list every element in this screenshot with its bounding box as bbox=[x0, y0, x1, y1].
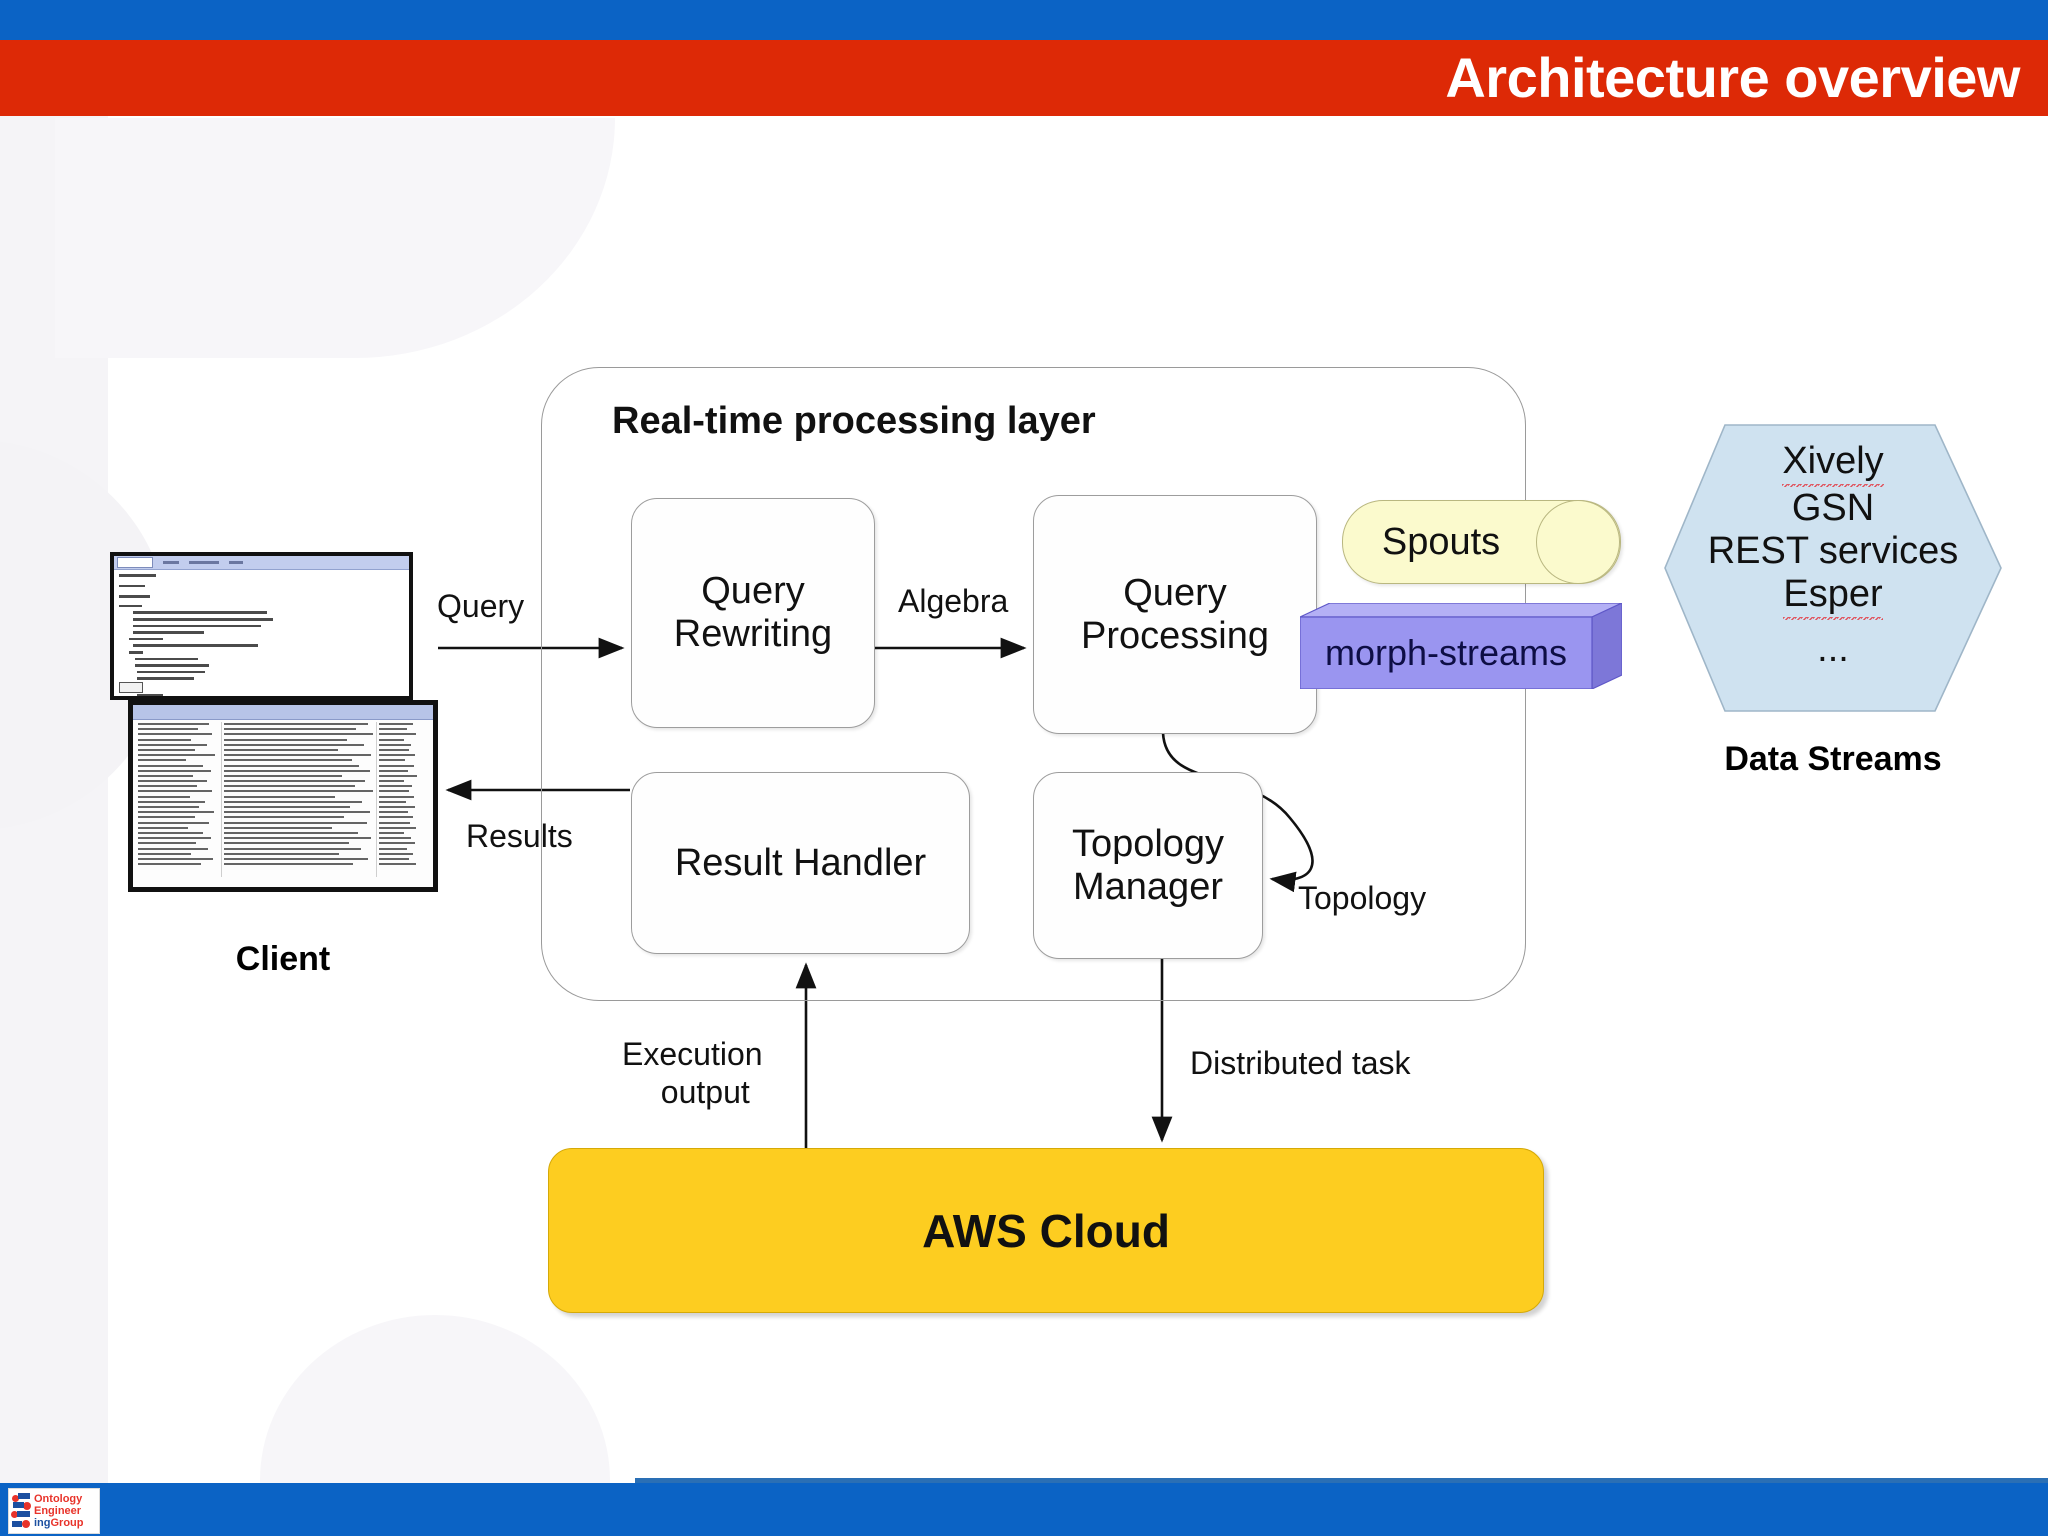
edge-label-algebra: Algebra bbox=[898, 583, 1009, 619]
edge-label-distributed-task: Distributed task bbox=[1190, 1045, 1411, 1081]
data-stream-item-rest: REST services bbox=[1707, 529, 1959, 572]
node-result-handler[interactable]: Result Handler bbox=[631, 772, 970, 954]
client-back-body bbox=[133, 720, 433, 887]
client-front-body bbox=[114, 570, 409, 696]
oeg-logo-text: Ontology Engineer ingGroup bbox=[34, 1493, 84, 1529]
spouts-cylinder[interactable]: Spouts bbox=[1342, 499, 1621, 584]
morph-streams-3d-shape bbox=[1300, 603, 1622, 689]
cylinder-cap-shape bbox=[1536, 499, 1620, 584]
edge-label-topology: Topology bbox=[1298, 880, 1427, 916]
data-stream-item-ellipsis: ... bbox=[1817, 627, 1849, 670]
page-title: Architecture overview bbox=[1445, 46, 2020, 109]
edge-label-line1: Execution bbox=[622, 1036, 763, 1072]
client-window-background[interactable] bbox=[128, 700, 438, 892]
node-label-line1: Query bbox=[701, 570, 805, 613]
node-label-line2: Processing bbox=[1081, 614, 1269, 657]
client-front-titlebar bbox=[114, 556, 409, 570]
oeg-logo-line3a: ing bbox=[34, 1517, 51, 1529]
node-label-line2: Manager bbox=[1073, 865, 1223, 908]
oeg-logo-line3b: Group bbox=[50, 1517, 84, 1529]
aws-cloud-box[interactable]: AWS Cloud bbox=[548, 1148, 1544, 1313]
menu-item[interactable] bbox=[189, 561, 219, 564]
footer-blue-band bbox=[0, 1483, 2048, 1536]
header-red-band bbox=[0, 40, 2048, 116]
background-blob-top bbox=[55, 118, 615, 358]
node-label-line1: Topology bbox=[1071, 822, 1225, 865]
client-window-foreground[interactable] bbox=[110, 552, 413, 700]
menu-item[interactable] bbox=[229, 561, 243, 564]
client-back-titlebar bbox=[133, 705, 433, 720]
header-blue-band bbox=[0, 0, 2048, 40]
aws-cloud-label: AWS Cloud bbox=[922, 1204, 1170, 1257]
node-label-line2: Rewriting bbox=[673, 613, 833, 655]
oeg-logo-line2: Engineer bbox=[34, 1505, 82, 1517]
morph-streams-label: morph-streams bbox=[1324, 632, 1568, 673]
data-streams-items: Xively GSN REST services Esper ... bbox=[1663, 430, 2003, 705]
data-stream-item-xively: Xively bbox=[1782, 440, 1884, 487]
client-results-table bbox=[136, 722, 422, 877]
node-query-rewriting[interactable]: Query Rewriting bbox=[631, 498, 875, 728]
node-label-line1: Query bbox=[1123, 571, 1227, 614]
data-stream-item-esper: Esper bbox=[1783, 572, 1883, 620]
client-label: Client bbox=[235, 940, 331, 978]
oeg-logo-graph-icon bbox=[11, 1491, 33, 1531]
data-stream-item-gsn: GSN bbox=[1791, 486, 1875, 529]
node-label-line1: Result Handler bbox=[674, 841, 927, 884]
data-streams-label: Data Streams bbox=[1724, 740, 1942, 778]
oeg-logo: Ontology Engineer ingGroup bbox=[8, 1488, 100, 1534]
morph-streams-box[interactable]: morph-streams bbox=[1300, 603, 1622, 689]
table-column bbox=[136, 722, 222, 877]
table-column bbox=[377, 722, 422, 877]
background-blob-bottom bbox=[260, 1315, 610, 1485]
spouts-label: Spouts bbox=[1381, 520, 1501, 563]
client-ok-button[interactable] bbox=[119, 682, 143, 693]
real-time-processing-layer-title: Real-time processing layer bbox=[612, 400, 1096, 442]
edge-label-execution-output: Execution output bbox=[622, 1036, 763, 1112]
menu-item[interactable] bbox=[163, 561, 179, 564]
edge-label-results: Results bbox=[466, 818, 573, 854]
data-streams-chevron-shape bbox=[1664, 424, 2002, 712]
client-window-tab[interactable] bbox=[117, 557, 153, 568]
table-column bbox=[222, 722, 378, 877]
oeg-logo-line3: ingGroup bbox=[34, 1517, 84, 1529]
edge-label-query: Query bbox=[437, 588, 525, 624]
node-topology-manager[interactable]: Topology Manager bbox=[1033, 772, 1263, 959]
node-query-processing[interactable]: Query Processing bbox=[1033, 495, 1317, 734]
oeg-logo-line1: Ontology bbox=[34, 1493, 83, 1505]
edge-label-line2: output bbox=[660, 1073, 750, 1110]
